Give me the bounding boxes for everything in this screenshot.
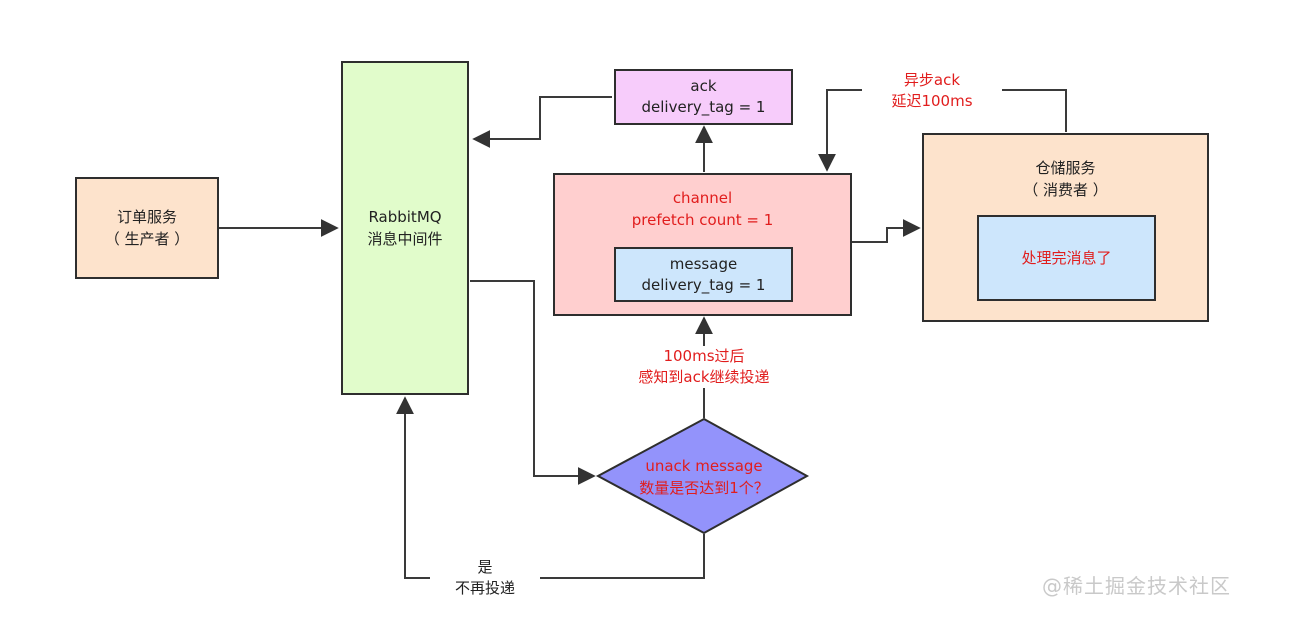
yes-line2: 不再投递 — [454, 579, 515, 597]
ack-title: ack — [690, 77, 717, 95]
processed-text: 处理完消息了 — [1021, 249, 1112, 267]
ack-node: ack delivery_tag = 1 — [614, 69, 793, 125]
channel-prefetch: prefetch count = 1 — [631, 211, 774, 229]
broker-title: RabbitMQ — [368, 208, 442, 226]
async-ack-line2: 延迟100ms — [891, 92, 973, 110]
producer-node: 订单服务 （ 生产者 ） — [75, 177, 219, 279]
channel-title: channel — [672, 189, 733, 207]
decision-line1: unack message — [645, 457, 763, 475]
edge-broker-to-decision — [470, 280, 596, 485]
message-title: message — [669, 254, 738, 273]
async-ack-label: 异步ack 延迟100ms — [862, 70, 1002, 112]
decision-line2: 数量是否达到1个？ — [639, 479, 769, 497]
message-delivery-tag: delivery_tag = 1 — [641, 275, 766, 294]
consumer-title: 仓储服务 — [1035, 159, 1096, 177]
decision-diamond — [595, 417, 810, 535]
edge-channel-to-consumer — [852, 219, 921, 243]
processed-node: 处理完消息了 — [977, 215, 1156, 301]
broker-node: RabbitMQ 消息中间件 — [341, 61, 469, 395]
resume-label: 100ms过后 感知到ack继续投递 — [604, 346, 804, 388]
broker-subtitle: 消息中间件 — [367, 230, 443, 248]
edge-ack-to-broker — [472, 96, 612, 148]
producer-title: 订单服务 — [116, 208, 177, 226]
ack-delivery-tag: delivery_tag = 1 — [641, 98, 766, 116]
consumer-subtitle: （ 消费者 ） — [1023, 181, 1108, 199]
yes-line1: 是 — [477, 558, 493, 576]
decision-label: unack message 数量是否达到1个？ — [604, 455, 804, 499]
resume-line2: 感知到ack继续投递 — [638, 368, 770, 386]
edge-decision-yes-to-broker — [396, 396, 705, 579]
yes-stop-label: 是 不再投递 — [430, 557, 540, 599]
resume-line1: 100ms过后 — [663, 347, 745, 365]
producer-subtitle: （ 生产者 ） — [104, 230, 190, 248]
watermark: @稀土掘金技术社区 — [1042, 574, 1231, 598]
message-node: message delivery_tag = 1 — [614, 247, 793, 302]
async-ack-line1: 异步ack — [903, 71, 961, 89]
